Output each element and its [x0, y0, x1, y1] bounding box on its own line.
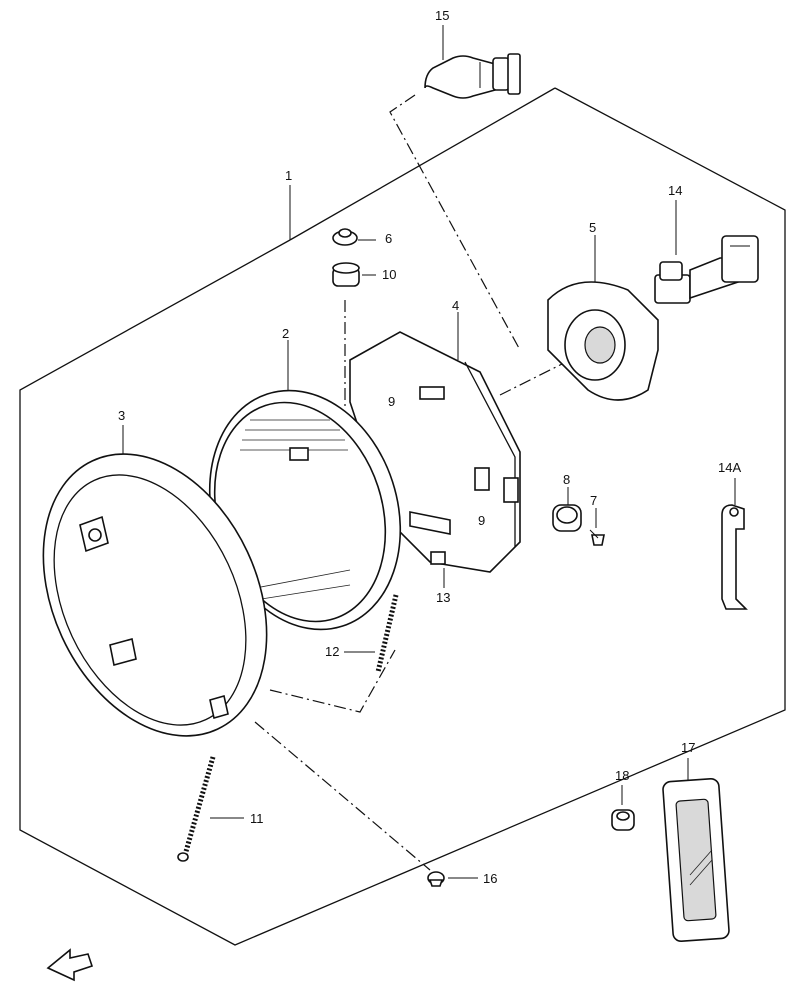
front-arrow-icon [46, 948, 94, 982]
callout-14: 14 [668, 183, 682, 198]
callout-11: 11 [250, 811, 264, 826]
callout-2: 2 [282, 326, 289, 341]
bulb-15 [424, 53, 521, 99]
screw-16 [427, 871, 445, 887]
callout-1: 1 [285, 168, 292, 183]
reflector-17 [662, 777, 730, 943]
callout-17: 17 [681, 740, 695, 755]
callout-16: 16 [483, 871, 497, 886]
callout-5: 5 [589, 220, 596, 235]
bracket-14A [721, 504, 748, 610]
callout-7: 7 [590, 493, 597, 508]
assembly-outline [19, 87, 786, 946]
small-parts [430, 504, 605, 565]
rim-3 [42, 453, 268, 737]
socket-14 [654, 235, 759, 304]
callout-13: 13 [436, 590, 450, 605]
headlight-2 [208, 389, 402, 631]
callout-9a: 9 [388, 394, 395, 409]
callout-14A: 14A [718, 460, 741, 475]
callout-8: 8 [563, 472, 570, 487]
grommets-6-10 [332, 228, 360, 287]
callout-6: 6 [385, 231, 392, 246]
callout-4: 4 [452, 298, 459, 313]
callout-18: 18 [615, 768, 629, 783]
nut-18 [611, 809, 635, 831]
callout-9b: 9 [478, 513, 485, 528]
callout-3: 3 [118, 408, 125, 423]
callout-15: 15 [435, 8, 449, 23]
cover-5 [547, 281, 659, 401]
callout-10: 10 [382, 267, 396, 282]
callout-labels: 15 1 14 6 5 10 4 2 9 3 14A 8 7 9 13 12 1… [118, 8, 741, 886]
screws-11-12 [177, 594, 399, 862]
callout-12: 12 [325, 644, 339, 659]
